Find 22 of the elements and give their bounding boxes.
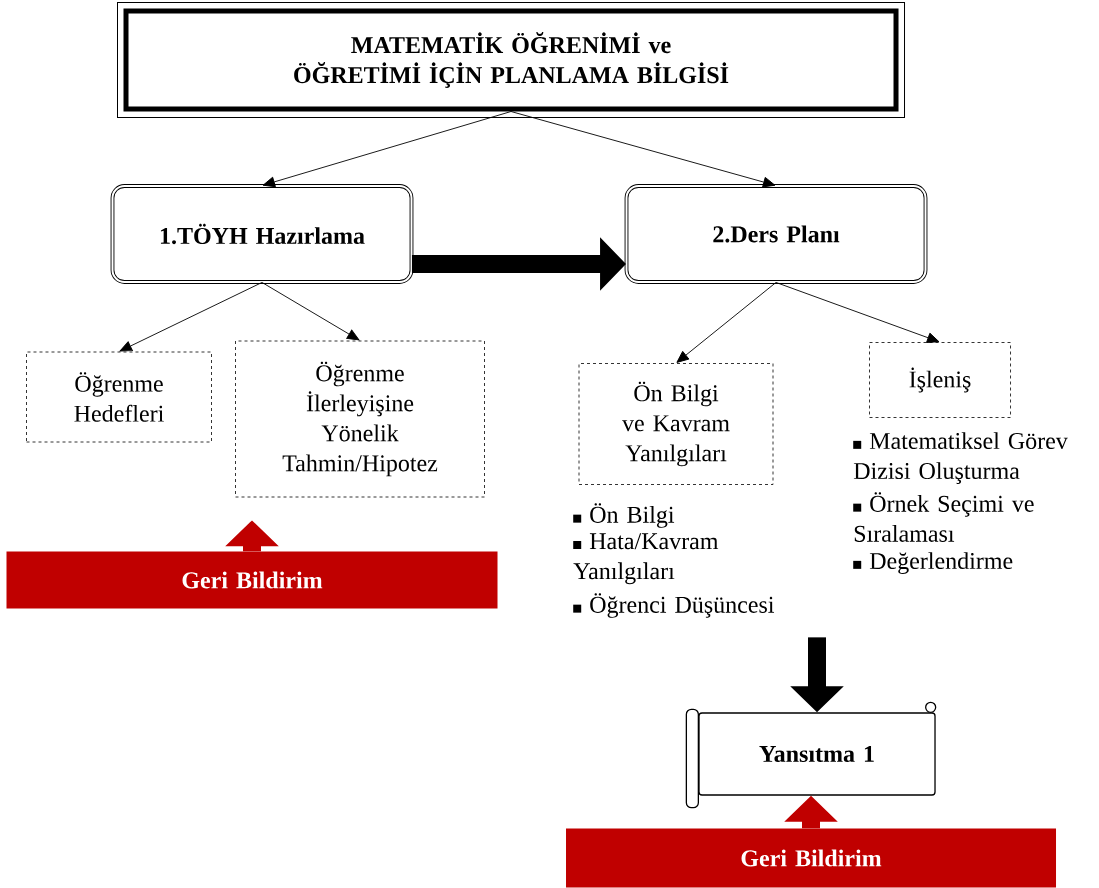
rounded-box: 2.Ders Planı bbox=[624, 184, 928, 284]
arrow bbox=[510, 111, 776, 188]
bullet-item: Hata/Kavram Yanılgıları bbox=[573, 533, 719, 585]
dashed-box: Ön Bilgi ve Kavram Yanılgıları bbox=[578, 363, 774, 485]
feedback-bar: Geri Bildirim bbox=[6, 551, 498, 609]
arrow bbox=[261, 282, 360, 341]
scroll-banner: Yansıtma 1 bbox=[685, 701, 937, 809]
bullet-item: Örnek Seçimi ve Sıralaması bbox=[853, 492, 1034, 542]
bullet-item: Matematiksel Görev Dizisi Oluşturma bbox=[853, 432, 1068, 484]
arrow bbox=[775, 282, 940, 343]
arrow bbox=[676, 282, 777, 363]
arrow bbox=[262, 111, 512, 188]
arrow bbox=[119, 282, 263, 352]
dashed-box: Öğrenme Hedefleri bbox=[26, 351, 212, 443]
dashed-box: Öğrenme İlerleyişine Yönelik Tahmin/Hipotez bbox=[235, 340, 485, 498]
bullet-item: Ön Bilgi bbox=[573, 503, 675, 528]
bullet-item: Öğrenci Düşüncesi bbox=[573, 593, 775, 618]
bullet-item: Değerlendirme bbox=[853, 552, 1013, 575]
feedback-bar: Geri Bildirim bbox=[566, 828, 1056, 888]
dashed-box: İşleniş bbox=[869, 342, 1011, 418]
rounded-box: 1.TÖYH Hazırlama bbox=[110, 184, 414, 284]
title-box: MATEMATİK ÖĞRENİMİ ve ÖĞRETİMİ İÇİN PLANLAMA BİLGİSİ bbox=[117, 2, 905, 118]
